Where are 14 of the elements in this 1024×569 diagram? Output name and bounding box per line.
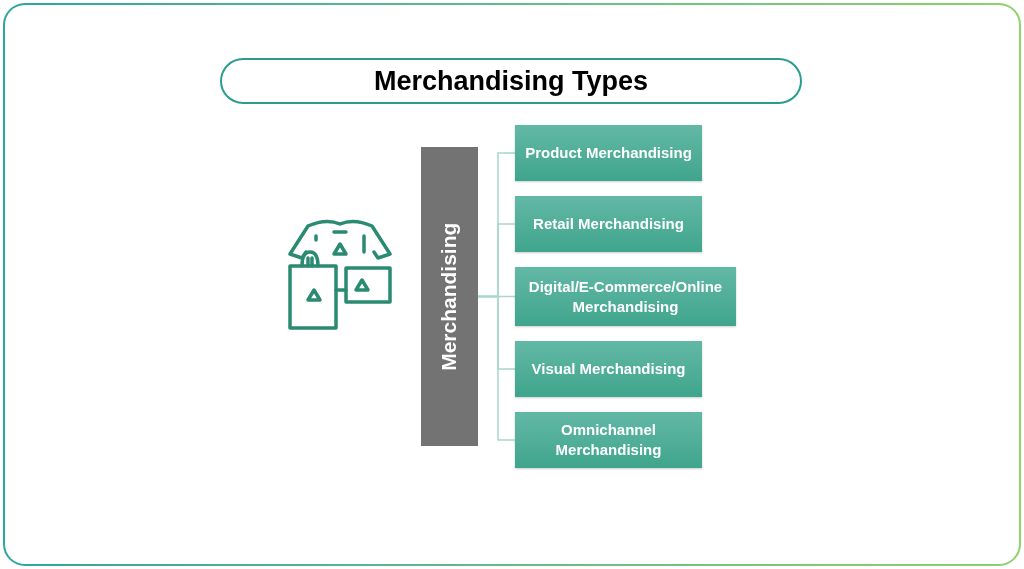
- type-box: [515, 412, 702, 468]
- type-box: [515, 125, 702, 181]
- type-label: Product Merchandising: [525, 143, 692, 163]
- type-label: Retail Merchandising: [533, 214, 684, 234]
- type-box: [515, 196, 702, 252]
- type-label: Visual Merchandising: [531, 359, 686, 379]
- category-bar: [421, 147, 478, 446]
- type-box: [515, 267, 736, 326]
- type-label: Omnichannel Merchandising: [554, 420, 663, 460]
- title-banner: Merchandising Types: [220, 58, 802, 104]
- type-label: Digital/E-Commerce/Online Merchandising: [527, 276, 724, 317]
- type-box: [515, 341, 702, 397]
- bar-label: Merchandising: [436, 222, 462, 371]
- connector-line: [477, 295, 516, 441]
